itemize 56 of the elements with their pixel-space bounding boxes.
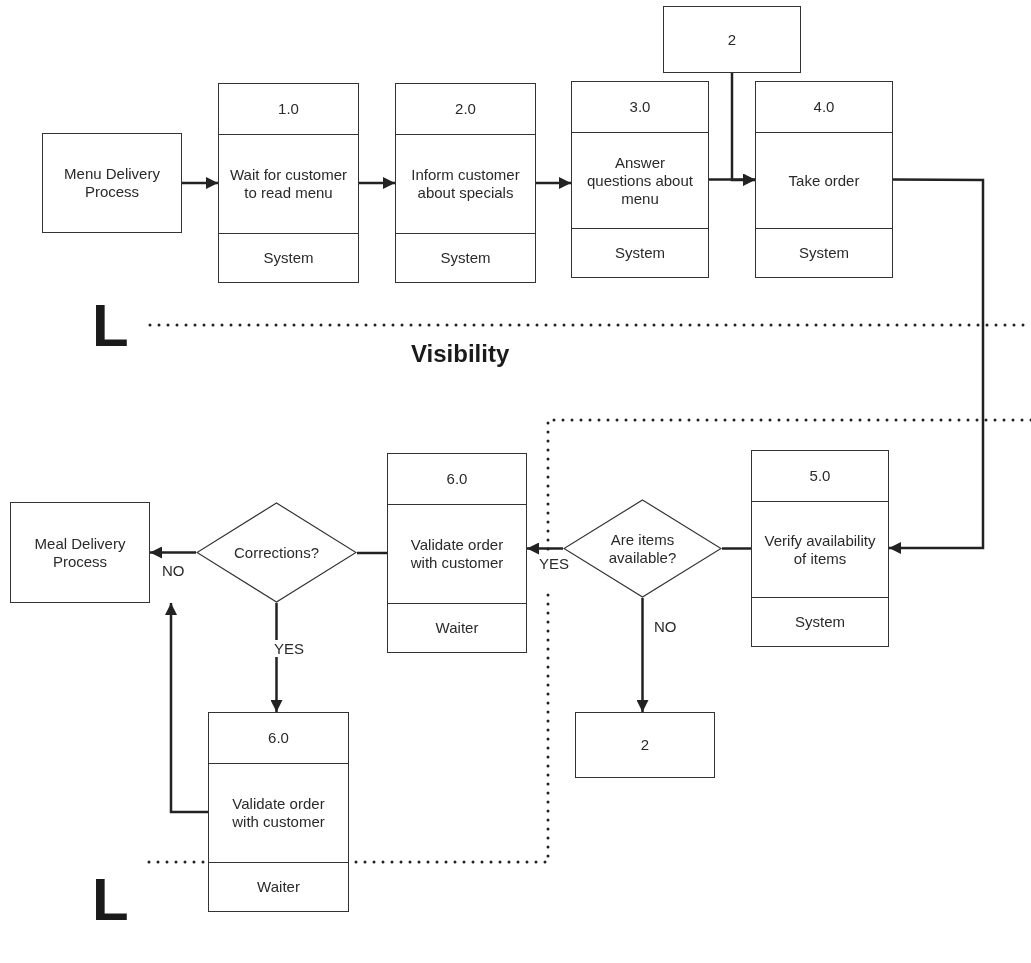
step-number: 3.0 <box>629 98 651 116</box>
actor-label: System <box>263 249 314 267</box>
step-description: Validate order with customer <box>231 795 326 831</box>
arrow <box>536 177 571 189</box>
box-label: Meal Delivery Process <box>33 534 127 571</box>
step-number: 1.0 <box>278 100 299 118</box>
actor-label: Waiter <box>257 878 300 896</box>
actor-label: System <box>615 244 665 262</box>
process-box <box>575 712 715 778</box>
step-number: 6.0 <box>268 729 289 747</box>
step-number: 5.0 <box>809 467 831 485</box>
process-box <box>395 83 536 283</box>
arrow <box>165 603 208 814</box>
decision-diamond <box>196 502 357 603</box>
arrow <box>150 546 196 559</box>
actor-label: System <box>795 613 845 631</box>
box-label: Menu Delivery Process <box>63 165 161 201</box>
process-box <box>10 502 150 603</box>
decision-label: Are items available? <box>607 530 678 567</box>
edge-label: YES <box>272 640 306 657</box>
edge-label: YES <box>537 555 571 572</box>
decision-label: Corrections? <box>233 543 319 562</box>
actor-label: System <box>440 249 491 267</box>
line-label: Visibility <box>411 340 510 368</box>
step-description: Take order <box>788 171 860 190</box>
step-description: Verify availability of items <box>763 531 877 568</box>
process-box <box>755 81 893 278</box>
actor-label: System <box>799 244 849 262</box>
process-box <box>571 81 709 278</box>
step-number: 4.0 <box>813 98 835 116</box>
process-box <box>218 83 359 283</box>
step-number: 6.0 <box>446 470 468 488</box>
process-box <box>208 712 349 912</box>
step-description: Validate order with customer <box>409 536 505 572</box>
arrow <box>527 542 563 555</box>
box-label: 2 <box>727 30 737 49</box>
line-marker: L <box>92 870 129 930</box>
step-description: Answer questions about menu <box>586 153 694 208</box>
process-box <box>663 6 801 73</box>
step-description: Wait for customer to read menu <box>229 166 348 202</box>
connector-line <box>722 547 751 550</box>
line-marker: L <box>92 296 129 356</box>
arrow <box>889 178 985 554</box>
arrow <box>182 177 218 189</box>
connector-line <box>357 551 387 555</box>
process-box <box>387 453 527 653</box>
process-box <box>751 450 889 647</box>
arrow <box>636 598 649 712</box>
step-number: 2.0 <box>455 100 476 118</box>
box-label: 2 <box>640 736 650 754</box>
arrow <box>709 173 755 186</box>
step-description: Inform customer about specials <box>410 166 521 202</box>
actor-label: Waiter <box>435 619 479 637</box>
process-box <box>42 133 182 233</box>
arrow <box>359 177 395 189</box>
arrow <box>730 73 755 186</box>
